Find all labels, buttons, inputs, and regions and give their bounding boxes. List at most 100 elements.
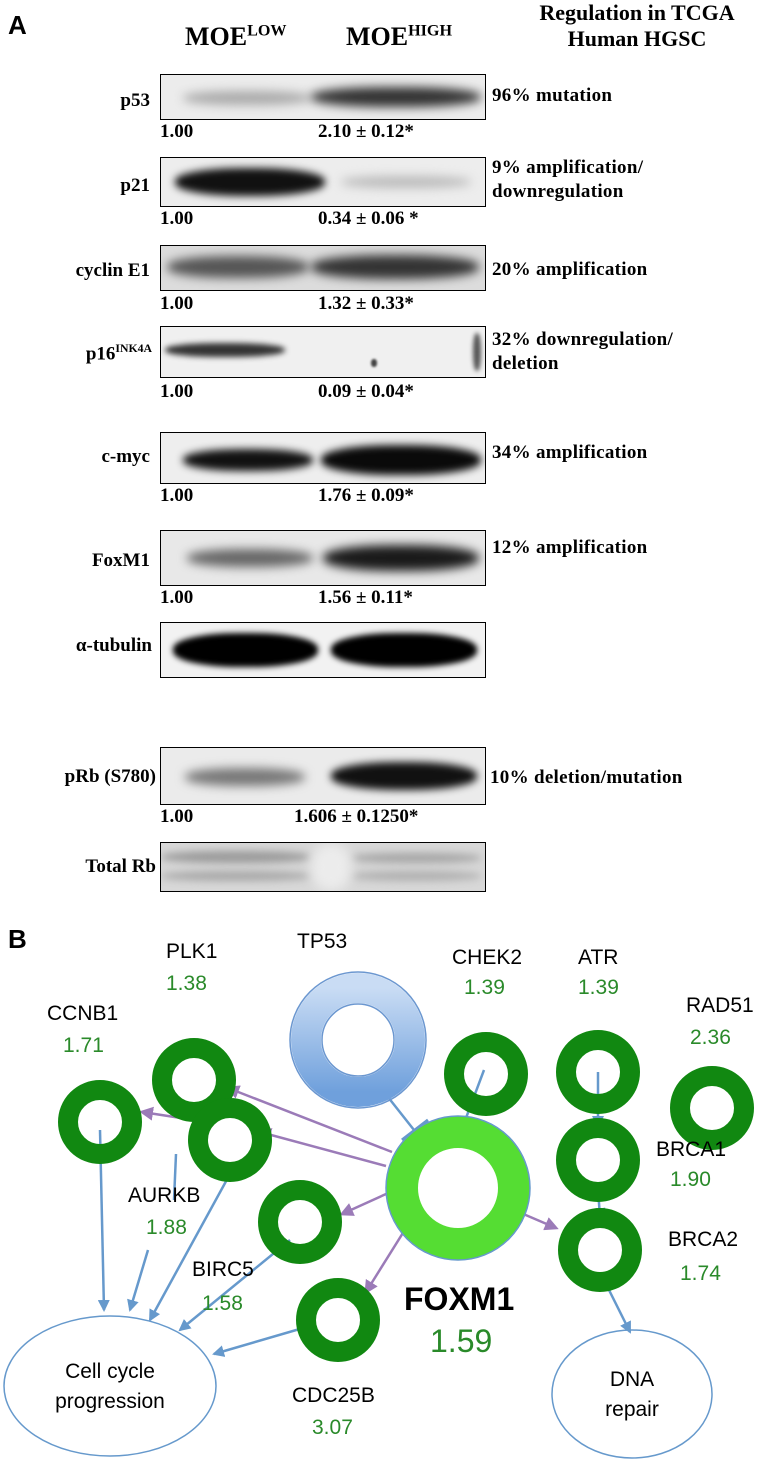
regulation-prb-s780: 10% deletion/mutation — [490, 766, 683, 790]
regulation-p21-line2: downregulation — [492, 181, 624, 202]
gene-value-brca2: 1.74 — [680, 1262, 721, 1285]
brca2-node-icon — [558, 1208, 642, 1292]
gene-value-plk1: 1.38 — [166, 972, 207, 995]
gene-label-chek2: CHEK2 — [452, 946, 522, 969]
chek2-node-icon — [444, 1032, 528, 1116]
value-low-prb-s780: 1.00 — [160, 806, 194, 827]
cdc25b-node-icon — [296, 1278, 380, 1362]
atr-node-icon — [556, 1030, 640, 1114]
panel-a-letter: A — [8, 10, 27, 40]
blot-cyclin-e1 — [160, 245, 486, 291]
row-label-foxm1: FoxM1 — [91, 550, 150, 571]
ccnb1-node-icon — [58, 1080, 142, 1164]
row-label-p21: p21 — [120, 175, 150, 196]
outcome-dna-repair-line2: repair — [605, 1398, 659, 1421]
panel-b-letter: B — [8, 924, 27, 954]
blot-p53 — [160, 74, 486, 120]
regulation-cyclin-e1-line1: 20% amplification — [492, 259, 648, 280]
regulation-p53: 96% mutation — [492, 84, 612, 108]
regulation-p16-line1: 32% downregulation/ — [492, 329, 674, 350]
plk1-node-icon — [152, 1038, 236, 1122]
gene-label-aurkb: AURKB — [128, 1184, 200, 1207]
outcome-cell-cycle-line1: Cell cycle — [65, 1360, 155, 1383]
gene-label-plk1: PLK1 — [166, 940, 217, 963]
value-high-p21: 0.34 ± 0.06 * — [318, 208, 419, 229]
regulation-p21-line1: 9% amplification/ — [492, 157, 644, 178]
gene-label-birc5: BIRC5 — [192, 1258, 254, 1281]
cell-cycle-progression-ellipse — [3, 1315, 217, 1457]
gene-label-foxm1: FOXM1 — [404, 1281, 514, 1317]
value-low-p21: 1.00 — [160, 208, 194, 229]
value-high-prb-s780: 1.606 ± 0.1250* — [294, 806, 419, 827]
foxm1-node-icon — [386, 1116, 530, 1260]
birc5-node-icon — [258, 1180, 342, 1264]
value-high-c-myc: 1.76 ± 0.09* — [318, 485, 414, 506]
dna-repair-ellipse — [551, 1329, 713, 1459]
value-low-p53: 1.00 — [160, 121, 194, 142]
foxm1-network-diagram: TP53 PLK1 1.38 CCNB1 1.71 CHEK2 1.39 ATR… — [3, 930, 754, 1459]
column-header-moe-low: MOELOW — [185, 22, 287, 52]
value-low-p16ink4a: 1.00 — [160, 381, 194, 402]
column-header-high-base: MOE — [346, 22, 409, 51]
row-label-prb-s780: pRb (S780) — [64, 766, 156, 787]
rad51-node-icon — [670, 1066, 754, 1150]
regulation-c-myc: 34% amplification — [492, 441, 648, 465]
blot-alpha-tubulin — [160, 622, 486, 678]
regulation-header-line1: Regulation in TCGA — [539, 0, 735, 25]
blot-p16ink4a — [160, 326, 486, 378]
row-label-alpha-tubulin: α-tubulin — [75, 635, 152, 656]
column-header-low-base: MOE — [185, 22, 248, 51]
value-high-p53: 2.10 ± 0.12* — [318, 121, 414, 142]
gene-label-atr: ATR — [578, 946, 618, 969]
regulation-p16-line2: deletion — [492, 353, 559, 374]
outcome-cell-cycle-line2: progression — [55, 1390, 165, 1413]
gene-label-ccnb1: CCNB1 — [47, 1002, 118, 1025]
gene-label-rad51: RAD51 — [686, 994, 754, 1017]
value-low-cyclin-e1: 1.00 — [160, 293, 194, 314]
value-high-foxm1: 1.56 ± 0.11* — [318, 587, 413, 608]
value-high-cyclin-e1: 1.32 ± 0.33* — [318, 293, 414, 314]
blot-total-rb — [160, 842, 486, 892]
row-label-p16ink4a: p16INK4A — [20, 342, 152, 365]
regulation-header-line2: Human HGSC — [567, 26, 707, 51]
blot-prb-s780 — [160, 747, 486, 805]
brca1-node-icon — [556, 1118, 640, 1202]
row-label-p53: p53 — [120, 90, 150, 111]
gene-label-cdc25b: CDC25B — [292, 1384, 375, 1407]
gene-value-aurkb: 1.88 — [146, 1216, 187, 1239]
column-header-low-sup: LOW — [247, 22, 287, 40]
gene-value-ccnb1: 1.71 — [63, 1034, 104, 1057]
regulation-header: Regulation in TCGA Human HGSC — [494, 0, 780, 52]
blot-foxm1 — [160, 530, 486, 586]
value-low-foxm1: 1.00 — [160, 587, 194, 608]
regulation-c-myc-line1: 34% amplification — [492, 442, 648, 463]
gene-label-brca1: BRCA1 — [656, 1138, 726, 1161]
row-label-p16-base: p16 — [85, 343, 116, 365]
column-header-high-sup: HIGH — [408, 22, 452, 40]
row-label-p16-sup: INK4A — [115, 342, 152, 355]
gene-value-rad51: 2.36 — [690, 1026, 731, 1049]
gene-value-birc5: 1.58 — [202, 1292, 243, 1315]
row-label-total-rb: Total Rb — [85, 856, 156, 877]
row-label-cyclin-e1: cyclin E1 — [75, 260, 150, 281]
tp53-node-icon — [291, 973, 425, 1107]
gene-label-tp53: TP53 — [297, 930, 347, 953]
regulation-prb-line1: 10% deletion/mutation — [490, 767, 683, 788]
regulation-p16ink4a: 32% downregulation/ deletion — [492, 328, 673, 376]
regulation-foxm1-line1: 12% amplification — [492, 537, 648, 558]
regulation-p21: 9% amplification/ downregulation — [492, 156, 643, 204]
gene-value-foxm1: 1.59 — [430, 1323, 492, 1359]
aurkb-node-icon — [188, 1098, 272, 1182]
gene-value-atr: 1.39 — [578, 976, 619, 999]
regulation-cyclin-e1: 20% amplification — [492, 258, 648, 282]
column-header-moe-high: MOEHIGH — [346, 22, 452, 52]
gene-label-brca2: BRCA2 — [668, 1228, 738, 1251]
blot-p21 — [160, 157, 486, 207]
gene-value-chek2: 1.39 — [464, 976, 505, 999]
regulation-foxm1: 12% amplification — [492, 536, 648, 560]
outcome-dna-repair-line1: DNA — [610, 1368, 654, 1391]
row-label-c-myc: c-myc — [101, 446, 150, 467]
value-high-p16ink4a: 0.09 ± 0.04* — [318, 381, 414, 402]
value-low-c-myc: 1.00 — [160, 485, 194, 506]
